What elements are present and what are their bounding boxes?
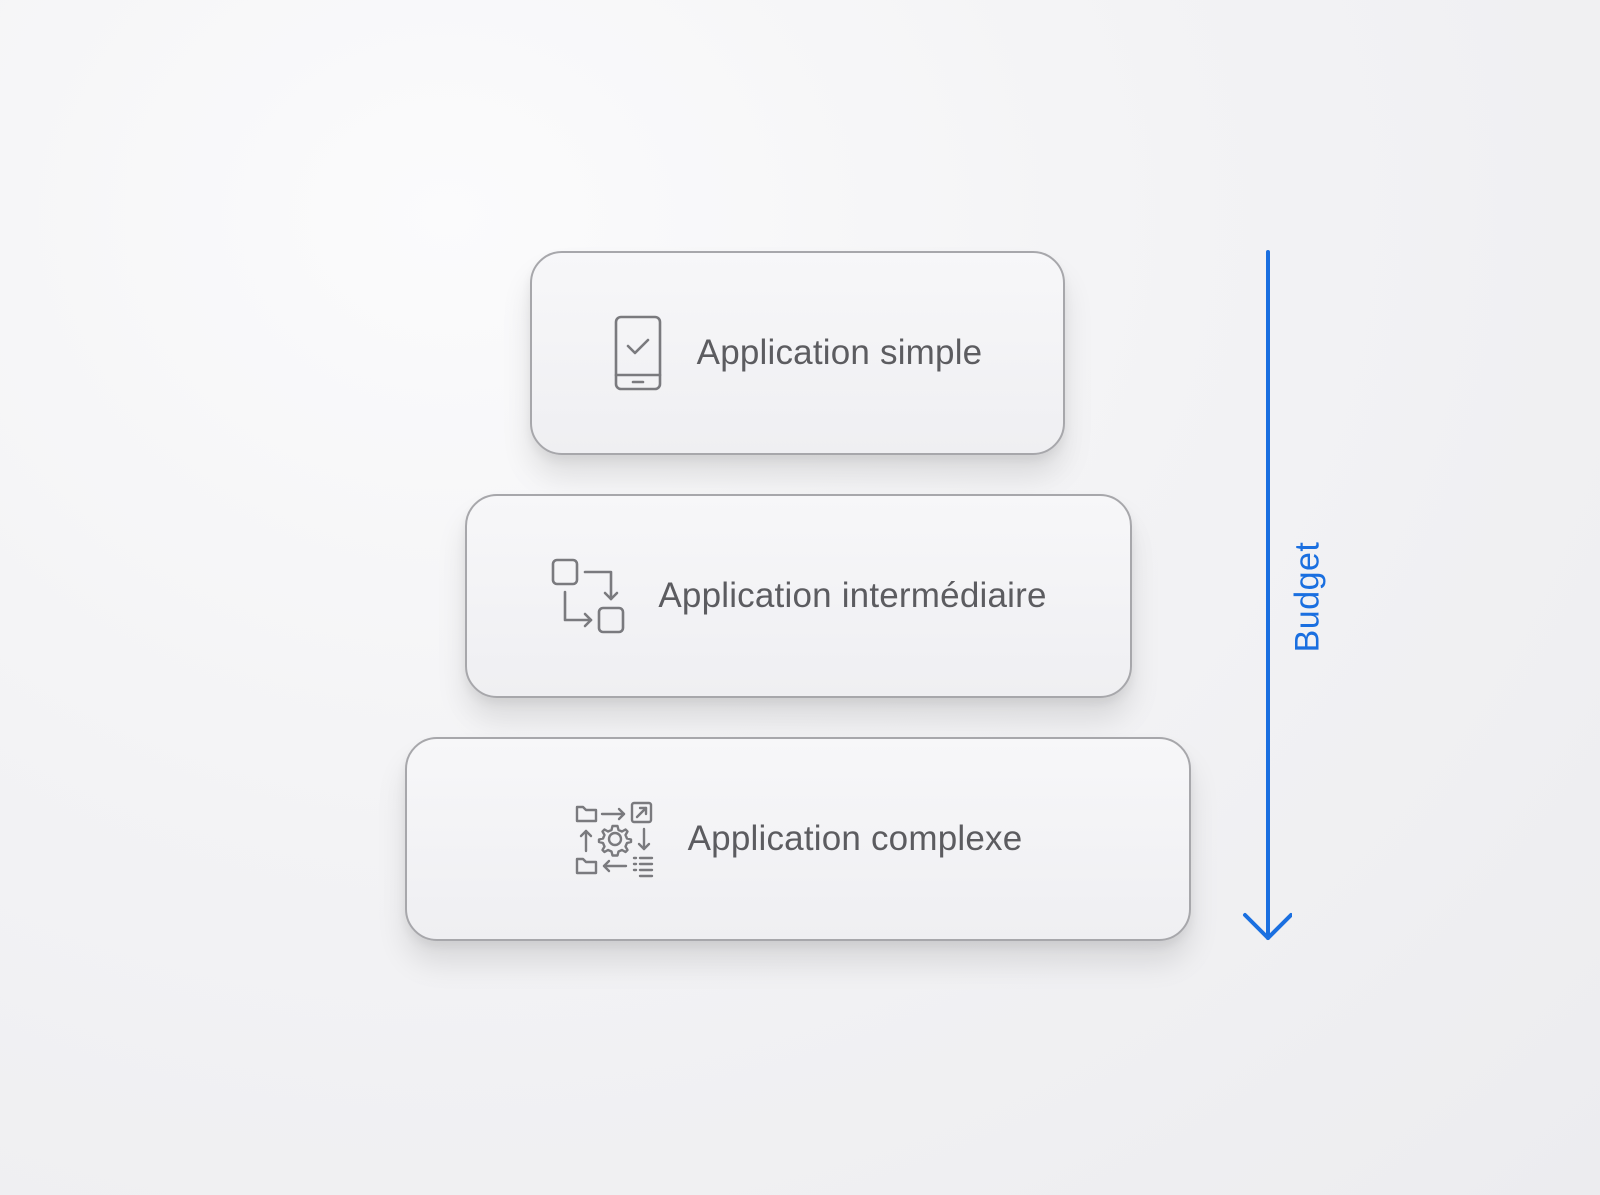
level-label: Application complexe — [687, 819, 1023, 858]
budget-arrow-down-icon — [1243, 250, 1292, 940]
level-label: Application simple — [696, 333, 983, 372]
budget-axis-label: Budget — [1288, 541, 1327, 653]
smartphone-check-icon — [613, 314, 663, 392]
level-card-simple: Application simple — [530, 251, 1065, 455]
workflow-squares-icon — [550, 557, 626, 635]
level-card-intermediate: Application intermédiaire — [465, 494, 1132, 698]
level-card-complex: Application complexe — [405, 737, 1191, 941]
level-label: Application intermédiaire — [658, 576, 1047, 615]
process-automation-gear-icon — [574, 799, 656, 879]
